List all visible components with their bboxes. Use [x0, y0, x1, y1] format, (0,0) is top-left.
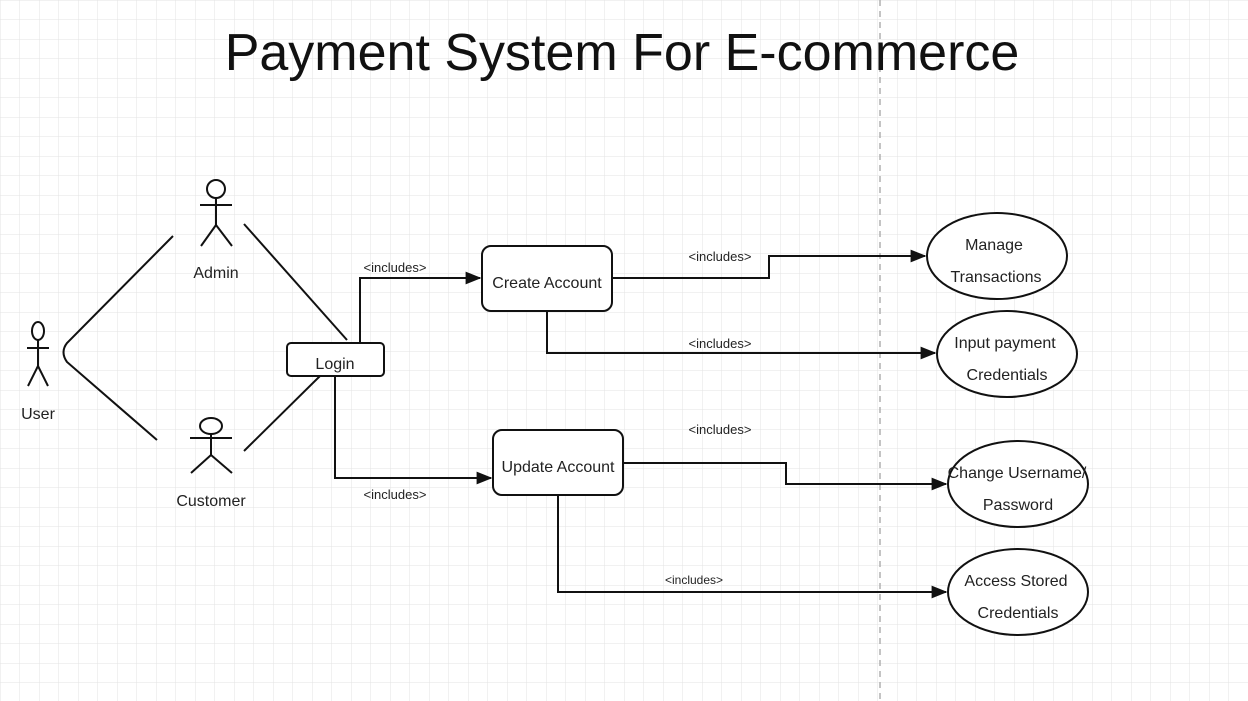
user-generalization-connector [62, 235, 174, 441]
use-case-manage-transactions[interactable]: Manage Transactions [926, 212, 1068, 300]
login-label: Login [315, 356, 354, 373]
update-account-box[interactable]: Update Account [492, 429, 624, 496]
use-case-access-stored[interactable]: Access Stored Credentials [947, 548, 1089, 636]
create-manage-arrow [612, 249, 927, 279]
customer-actor-leg-right [210, 454, 233, 474]
user-actor-leg-right [37, 365, 49, 387]
login-update-relation-label: <includes> [364, 487, 427, 502]
login-create-arrow [359, 271, 482, 343]
login-create-relation-label: <includes> [364, 260, 427, 275]
admin-actor[interactable]: Admin [193, 179, 239, 282]
update-access-arrow [557, 495, 948, 599]
update-account-label: Update Account [502, 459, 616, 476]
customer-actor-head [199, 417, 223, 435]
use-case-input-payment-shape [936, 310, 1078, 398]
use-case-change-credentials-shape [947, 440, 1089, 528]
use-case-manage-transactions-line2: Transactions [951, 269, 1042, 286]
admin-login-connector [243, 223, 348, 341]
use-case-input-payment[interactable]: Input payment Credentials [936, 310, 1078, 398]
use-case-change-credentials[interactable]: Change Username/ Password [947, 440, 1089, 528]
user-actor-leg-left [27, 365, 39, 387]
customer-actor-leg-left [190, 454, 212, 474]
customer-login-connector [243, 375, 321, 452]
create-input-relation-label: <includes> [689, 336, 752, 351]
customer-actor[interactable]: Customer [176, 417, 246, 510]
use-case-input-payment-line1: Input payment [954, 335, 1056, 352]
update-access-relation-label: <includes> [665, 573, 723, 587]
use-case-access-stored-line1: Access Stored [964, 573, 1067, 590]
admin-actor-label: Admin [193, 265, 238, 282]
create-input-arrow [546, 311, 937, 360]
create-manage-relation-label: <includes> [689, 249, 752, 264]
login-update-arrow [334, 376, 493, 485]
admin-actor-leg-left [200, 224, 217, 247]
create-account-label: Create Account [492, 275, 602, 292]
use-case-input-payment-line2: Credentials [967, 367, 1048, 384]
use-case-manage-transactions-shape [926, 212, 1068, 300]
update-change-relation-label: <includes> [689, 422, 752, 437]
user-actor-head [31, 321, 45, 341]
user-actor-label: User [21, 406, 55, 423]
admin-actor-head [206, 179, 226, 199]
diagram-title: Payment System For E-commerce [225, 24, 1020, 82]
login-box[interactable]: Login [286, 342, 385, 377]
admin-actor-leg-right [215, 224, 233, 247]
use-case-change-credentials-line2: Password [983, 497, 1053, 514]
use-case-access-stored-shape [947, 548, 1089, 636]
create-account-box[interactable]: Create Account [481, 245, 613, 312]
user-actor[interactable]: User [21, 321, 56, 423]
use-case-access-stored-line2: Credentials [978, 605, 1059, 622]
use-case-manage-transactions-line1: Manage [965, 237, 1023, 254]
use-case-change-credentials-line1: Change Username/ [948, 465, 1087, 482]
update-change-arrow [623, 462, 948, 491]
customer-actor-label: Customer [176, 493, 246, 510]
